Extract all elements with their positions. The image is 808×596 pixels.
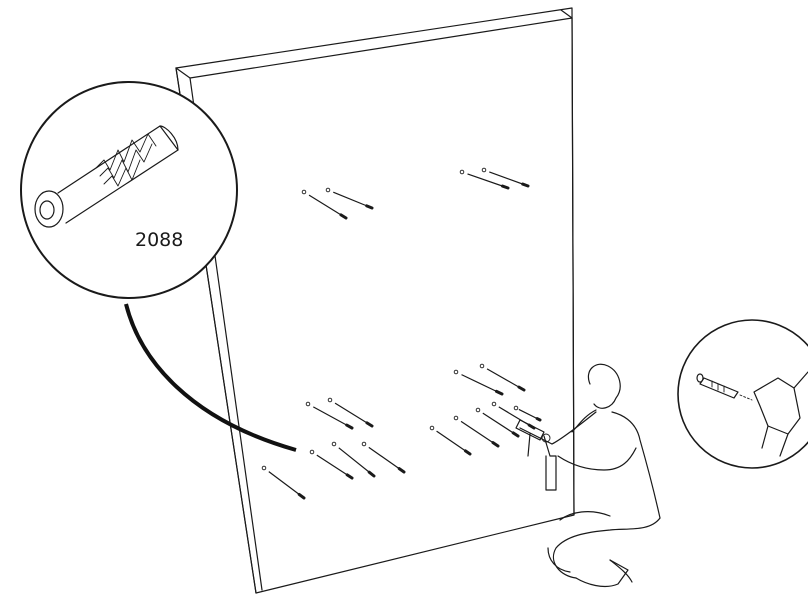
- anchor-hole-mark: [476, 408, 480, 412]
- screw-head: [519, 387, 524, 390]
- screw-head: [493, 443, 498, 446]
- anchor-hole-mark: [262, 466, 266, 470]
- screw-head: [496, 391, 502, 394]
- screw-head: [367, 206, 372, 208]
- screw-head: [523, 184, 528, 186]
- screw-head: [299, 494, 304, 498]
- detail-leader-line: [126, 304, 296, 450]
- anchor-hole-mark: [326, 188, 330, 192]
- anchor-hole-mark: [482, 168, 486, 172]
- screw-head: [367, 423, 372, 426]
- anchor-hole-mark: [460, 170, 464, 174]
- anchor-hole-mark: [454, 416, 458, 420]
- tool-callout: [678, 320, 808, 468]
- anchor-hole-mark: [306, 402, 310, 406]
- screw-head: [399, 469, 404, 472]
- anchor-hole-mark: [362, 442, 366, 446]
- screw-head: [369, 472, 374, 476]
- anchor-hole-mark: [328, 398, 332, 402]
- screw-head: [502, 186, 508, 188]
- screw-head: [465, 451, 470, 454]
- anchor-hole-mark: [430, 426, 434, 430]
- screw-head: [513, 433, 518, 436]
- anchor-hole-mark: [514, 406, 518, 410]
- anchor-hole-mark: [480, 364, 484, 368]
- screw-head: [347, 475, 352, 478]
- anchor-detail-callout: 2088: [21, 82, 237, 298]
- screw-head: [341, 215, 346, 218]
- screw-head: [347, 425, 352, 428]
- anchor-part-number: 2088: [135, 229, 183, 251]
- anchor-hole-mark: [310, 450, 314, 454]
- kneeling-person-drilling-icon: [516, 364, 660, 586]
- wall-panel: [176, 8, 574, 593]
- screw-head: [537, 419, 540, 420]
- anchor-hole-mark: [492, 402, 496, 406]
- anchor-hole-mark: [454, 370, 458, 374]
- anchor-hole-mark: [302, 190, 306, 194]
- anchor-hole-mark: [332, 442, 336, 446]
- anchor-positions: [262, 168, 540, 498]
